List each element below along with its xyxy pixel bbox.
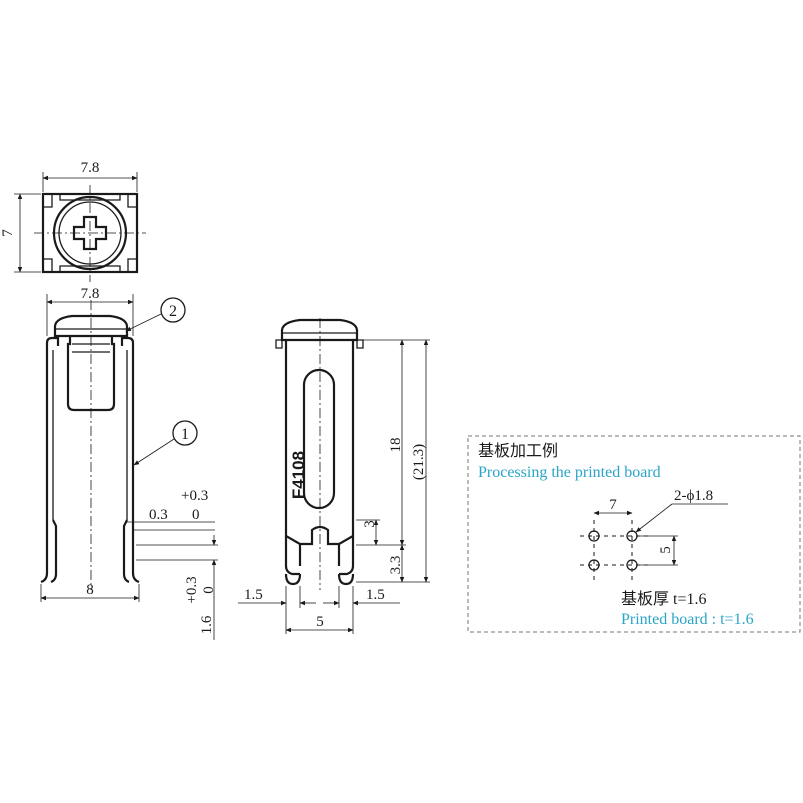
top-view: 7.8 7 [0, 160, 146, 282]
dim-3-3: 3.3 [388, 556, 404, 575]
side-ears [275, 339, 364, 349]
pcb-spacing-y: 5 [658, 546, 674, 554]
callout-2-circle [160, 297, 186, 323]
dim-1-5-right: 1.5 [366, 587, 385, 603]
top-view-corner-notches [43, 194, 137, 272]
front-bottom-width-dim: 8 [86, 582, 94, 598]
front-view: 7.8 8 2 1 +0.3 0 0.3 +0.3 0 1.6 [40, 286, 218, 640]
callout-1-circle [172, 420, 198, 446]
front-frame-flare [52, 519, 128, 566]
side-body [284, 340, 355, 566]
callout-1-label: 1 [181, 426, 189, 443]
pcb-title-jp: 基板加工例 [478, 442, 558, 460]
side-view: F4108 18 (21.3) 3 3.3 1.5 1.5 5 [238, 318, 430, 634]
side-center-notch [300, 525, 339, 546]
pcb-layout-frame [467, 435, 801, 633]
callout-2-leader [125, 313, 162, 332]
front-frame-inner [52, 350, 128, 520]
front-frame-outer [45, 336, 135, 573]
pcb-layout: 基板加工例 Processing the printed board 7 5 2… [467, 435, 801, 633]
pcb-hole-spec: 2-ϕ1.8 [674, 488, 713, 504]
callout-1-leader [133, 438, 175, 466]
top-height-dim: 7 [0, 229, 16, 237]
tol2-upper: +0.3 [184, 576, 200, 603]
pcb-thickness-en: Printed board : t=1.6 [621, 611, 754, 628]
pcb-spacing-x: 7 [609, 497, 617, 513]
part-marking: F4108 [289, 451, 308, 499]
front-top-width-dim: 7.8 [81, 286, 100, 302]
tol2-zero: 0 [201, 586, 217, 594]
callout-2-label: 2 [169, 303, 177, 320]
top-width-dim: 7.8 [81, 160, 100, 176]
dim-21-3: (21.3) [411, 444, 427, 480]
side-slot [302, 368, 336, 510]
dim-1-5-left: 1.5 [244, 587, 263, 603]
dim-3: 3 [362, 520, 378, 528]
tol-upper: +0.3 [181, 488, 208, 504]
thickness-dim: 1.6 [199, 615, 215, 634]
offset-dim: 0.3 [149, 507, 168, 523]
side-legs [284, 536, 355, 576]
cross-slot-icon [72, 215, 108, 251]
dim-5: 5 [316, 614, 324, 630]
front-feet [40, 566, 140, 584]
tol-zero: 0 [192, 507, 200, 523]
side-pins [284, 573, 355, 586]
front-cap [53, 314, 129, 338]
side-cap [280, 318, 359, 342]
pcb-thickness-jp: 基板厚 t=1.6 [621, 590, 706, 608]
pcb-title-en: Processing the printed board [478, 464, 661, 481]
dim-18: 18 [388, 438, 404, 453]
